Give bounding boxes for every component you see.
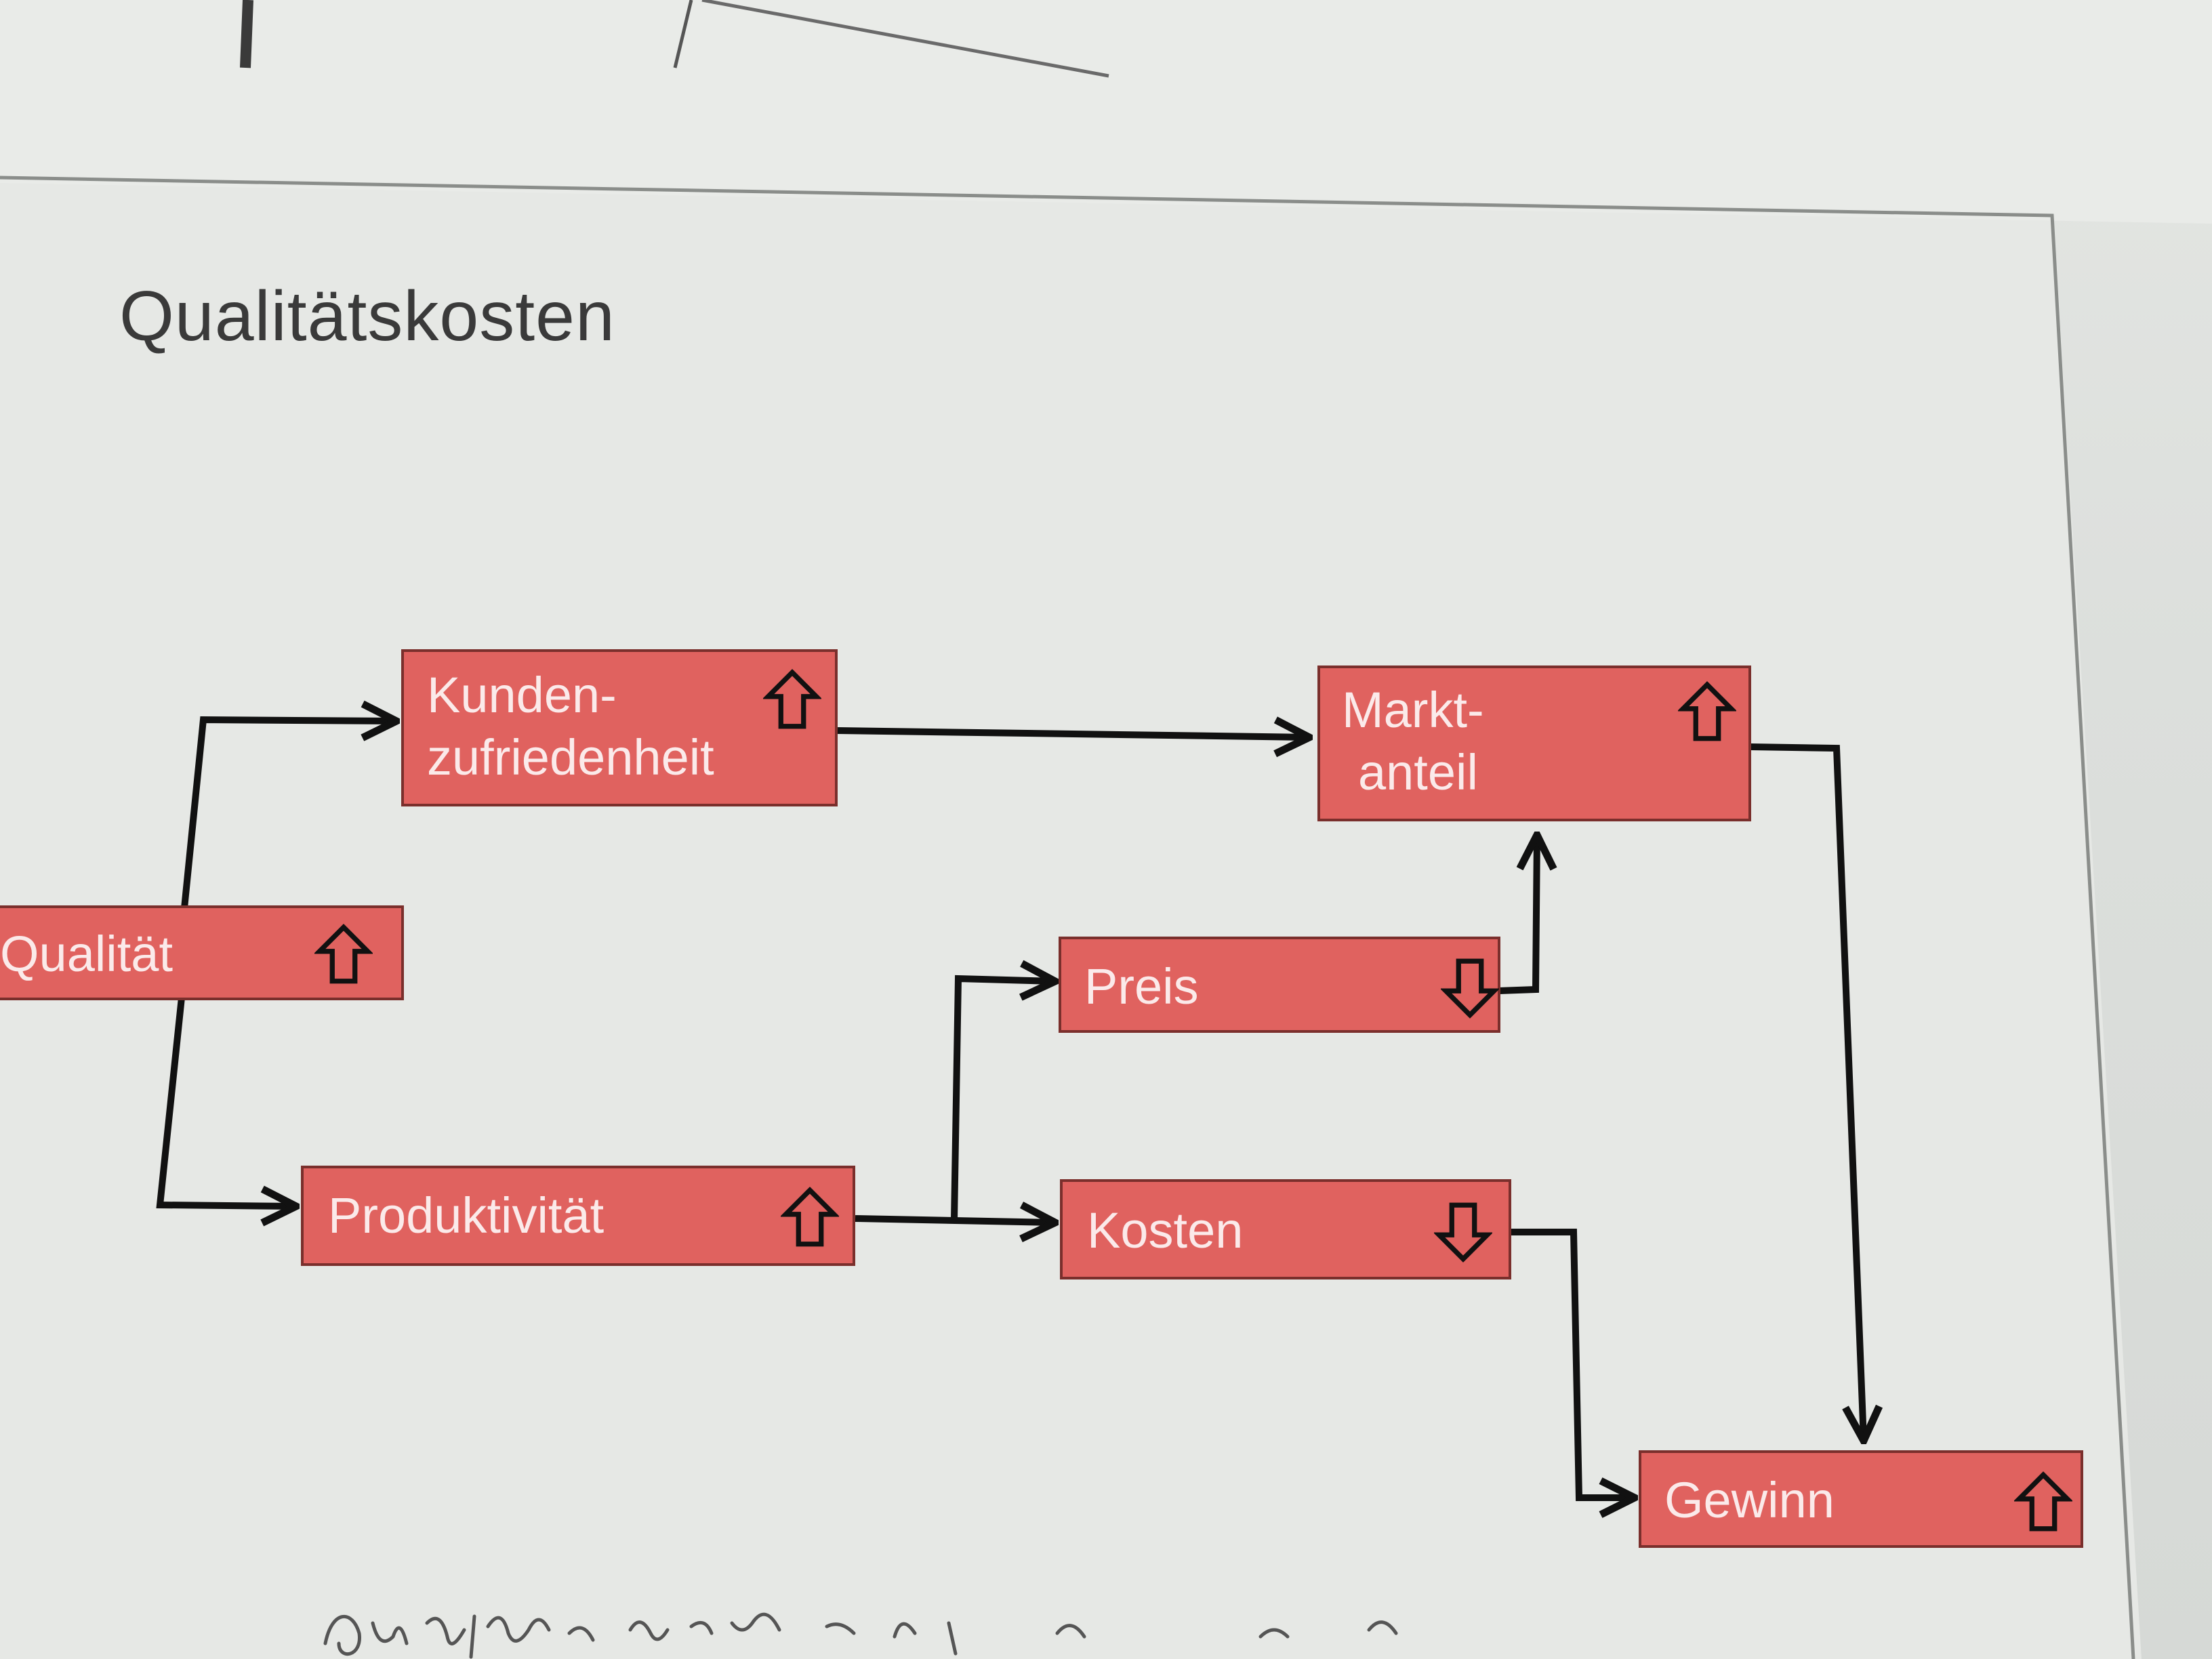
paper-edge-line <box>673 0 693 68</box>
node-gewinn-label: Gewinn <box>1664 1472 1835 1528</box>
node-gewinn: Gewinn <box>1639 1450 2083 1548</box>
node-kosten-label: Kosten <box>1087 1202 1244 1258</box>
trend-up-icon <box>763 669 821 729</box>
connector-produktivitaet-preis <box>951 979 1055 1221</box>
slide-frame-border <box>0 176 2135 1659</box>
node-kunden-line2: zufriedenheit <box>427 729 714 785</box>
trend-down-icon <box>1434 1202 1492 1263</box>
node-produktivitaet: Produktivität <box>301 1166 855 1266</box>
trend-up-icon <box>314 924 373 984</box>
trend-up-icon <box>2014 1471 2072 1532</box>
trend-up-icon <box>781 1187 839 1247</box>
connectors <box>156 720 1864 1498</box>
node-produktivitaet-label: Produktivität <box>328 1187 605 1244</box>
node-kunden-line1: Kunden- <box>427 667 617 723</box>
node-preis-label: Preis <box>1084 958 1199 1015</box>
handwritten-scribble <box>323 1612 1398 1659</box>
connector-produktivitaet-kosten <box>855 1218 1055 1223</box>
connector-kunden-markt <box>837 731 1309 737</box>
paper-top-strip <box>0 0 2212 224</box>
node-markt-line1: Markt- <box>1342 682 1484 738</box>
trend-down-icon <box>1441 958 1499 1019</box>
paper-edge-line <box>701 0 1109 78</box>
trend-up-icon <box>1678 681 1736 741</box>
node-kundenzufriedenheit: Kunden- zufriedenheit <box>401 649 838 806</box>
connector-qualitaet-kunden <box>181 720 396 909</box>
node-qualitaet: Qualität <box>0 905 404 1000</box>
node-qualitaet-label: Qualität <box>0 926 173 982</box>
paper-sheet <box>0 176 2142 1659</box>
page-title: Qualitätskosten <box>119 277 615 356</box>
connector-qualitaet-produktivitaet <box>156 997 296 1206</box>
paper-edge-line <box>240 0 253 68</box>
node-marktanteil: Markt- anteil <box>1317 665 1751 821</box>
node-preis: Preis <box>1059 937 1500 1033</box>
connector-kosten-gewinn <box>1510 1229 1635 1498</box>
connector-preis-markt <box>1498 835 1537 994</box>
connector-markt-gewinn <box>1749 743 1864 1441</box>
node-kosten: Kosten <box>1060 1179 1511 1279</box>
node-markt-line2: anteil <box>1358 744 1478 800</box>
